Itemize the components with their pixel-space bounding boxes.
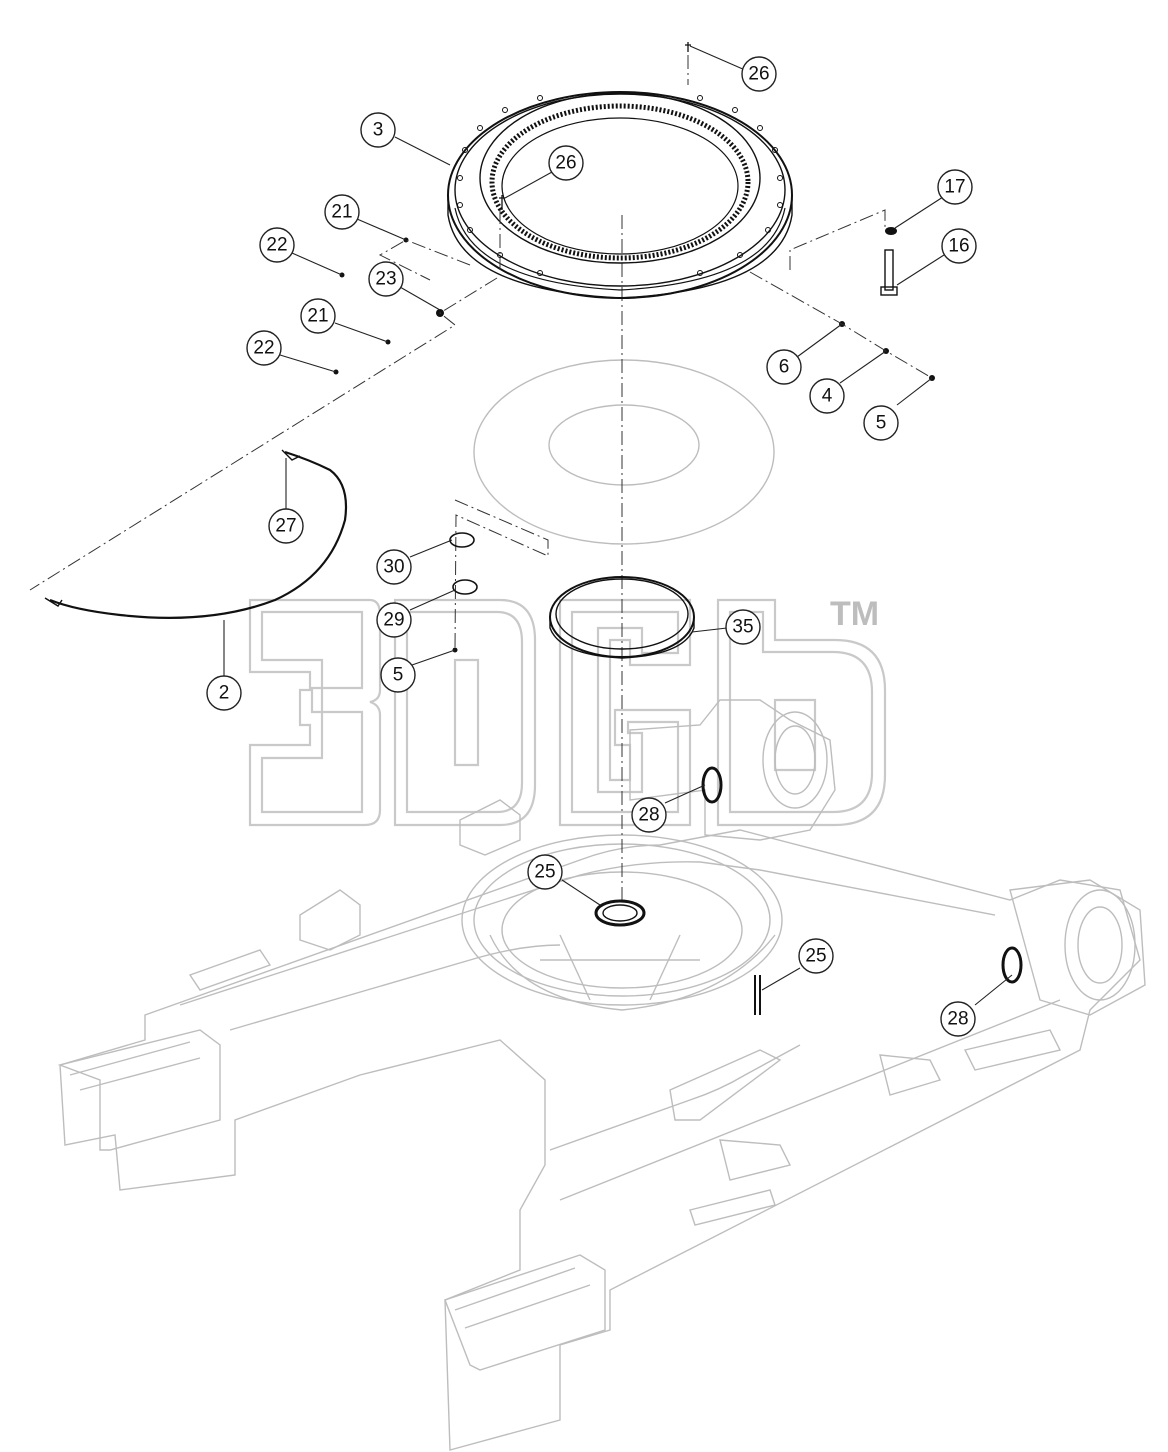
svg-text:27: 27 [275, 516, 296, 537]
svg-text:21: 21 [331, 202, 352, 223]
swing-bearing-ring [447, 91, 793, 299]
svg-text:2: 2 [219, 683, 230, 704]
grease-fitting [499, 42, 691, 210]
callout-23: 23 [368, 261, 404, 297]
callout-29: 29 [376, 602, 412, 638]
callout-2: 2 [206, 675, 242, 711]
svg-text:5: 5 [876, 413, 887, 434]
callout-21-lower: 21 [300, 298, 336, 334]
o-rings [449, 532, 478, 595]
callout-35: 35 [725, 609, 761, 645]
svg-text:6: 6 [779, 357, 790, 378]
small-fasteners [333, 237, 935, 653]
lube-pipe [44, 449, 348, 619]
svg-text:4: 4 [822, 386, 833, 407]
callout-6: 6 [766, 349, 802, 385]
svg-text:25: 25 [534, 862, 555, 883]
seal-ring [549, 576, 695, 659]
callout-25-center: 25 [527, 854, 563, 890]
callout-16: 16 [941, 228, 977, 264]
callout-3: 3 [360, 112, 396, 148]
svg-text:30: 30 [383, 557, 404, 578]
svg-text:28: 28 [638, 805, 659, 826]
callout-27: 27 [268, 508, 304, 544]
svg-text:26: 26 [748, 64, 769, 85]
callout-28-upper: 28 [631, 797, 667, 833]
svg-text:16: 16 [948, 236, 969, 257]
callout-26-inner: 26 [548, 145, 584, 181]
svg-text:25: 25 [805, 946, 826, 967]
svg-text:21: 21 [307, 306, 328, 327]
svg-text:22: 22 [266, 235, 287, 256]
callout-5-right: 5 [863, 405, 899, 441]
watermark-logo: TM [248, 595, 887, 827]
callout-28-lower: 28 [940, 1001, 976, 1037]
svg-text:35: 35 [732, 617, 753, 638]
callout-17: 17 [937, 169, 973, 205]
bolt [880, 227, 898, 296]
svg-text:5: 5 [393, 665, 404, 686]
track-frame-ghost [57, 699, 1146, 1451]
callout-22-lower: 22 [246, 330, 282, 366]
callout-30: 30 [376, 549, 412, 585]
joint-seals [594, 766, 1023, 1015]
leader-lines [223, 45, 1013, 1006]
svg-text:17: 17 [944, 177, 965, 198]
svg-text:3: 3 [373, 120, 384, 141]
callout-25-right: 25 [798, 938, 834, 974]
callout-21-upper: 21 [324, 194, 360, 230]
callout-26-top: 26 [741, 56, 777, 92]
svg-text:26: 26 [555, 153, 576, 174]
svg-text:23: 23 [375, 269, 396, 290]
trademark-mark: TM [830, 595, 879, 633]
assembly-lines [29, 55, 933, 651]
callout-4: 4 [809, 378, 845, 414]
callout-5-left: 5 [380, 657, 416, 693]
callout-22-upper: 22 [259, 227, 295, 263]
svg-text:28: 28 [947, 1009, 968, 1030]
svg-text:22: 22 [253, 338, 274, 359]
svg-text:29: 29 [383, 610, 404, 631]
seat-plate-ghost [473, 359, 775, 545]
washer [885, 227, 897, 235]
